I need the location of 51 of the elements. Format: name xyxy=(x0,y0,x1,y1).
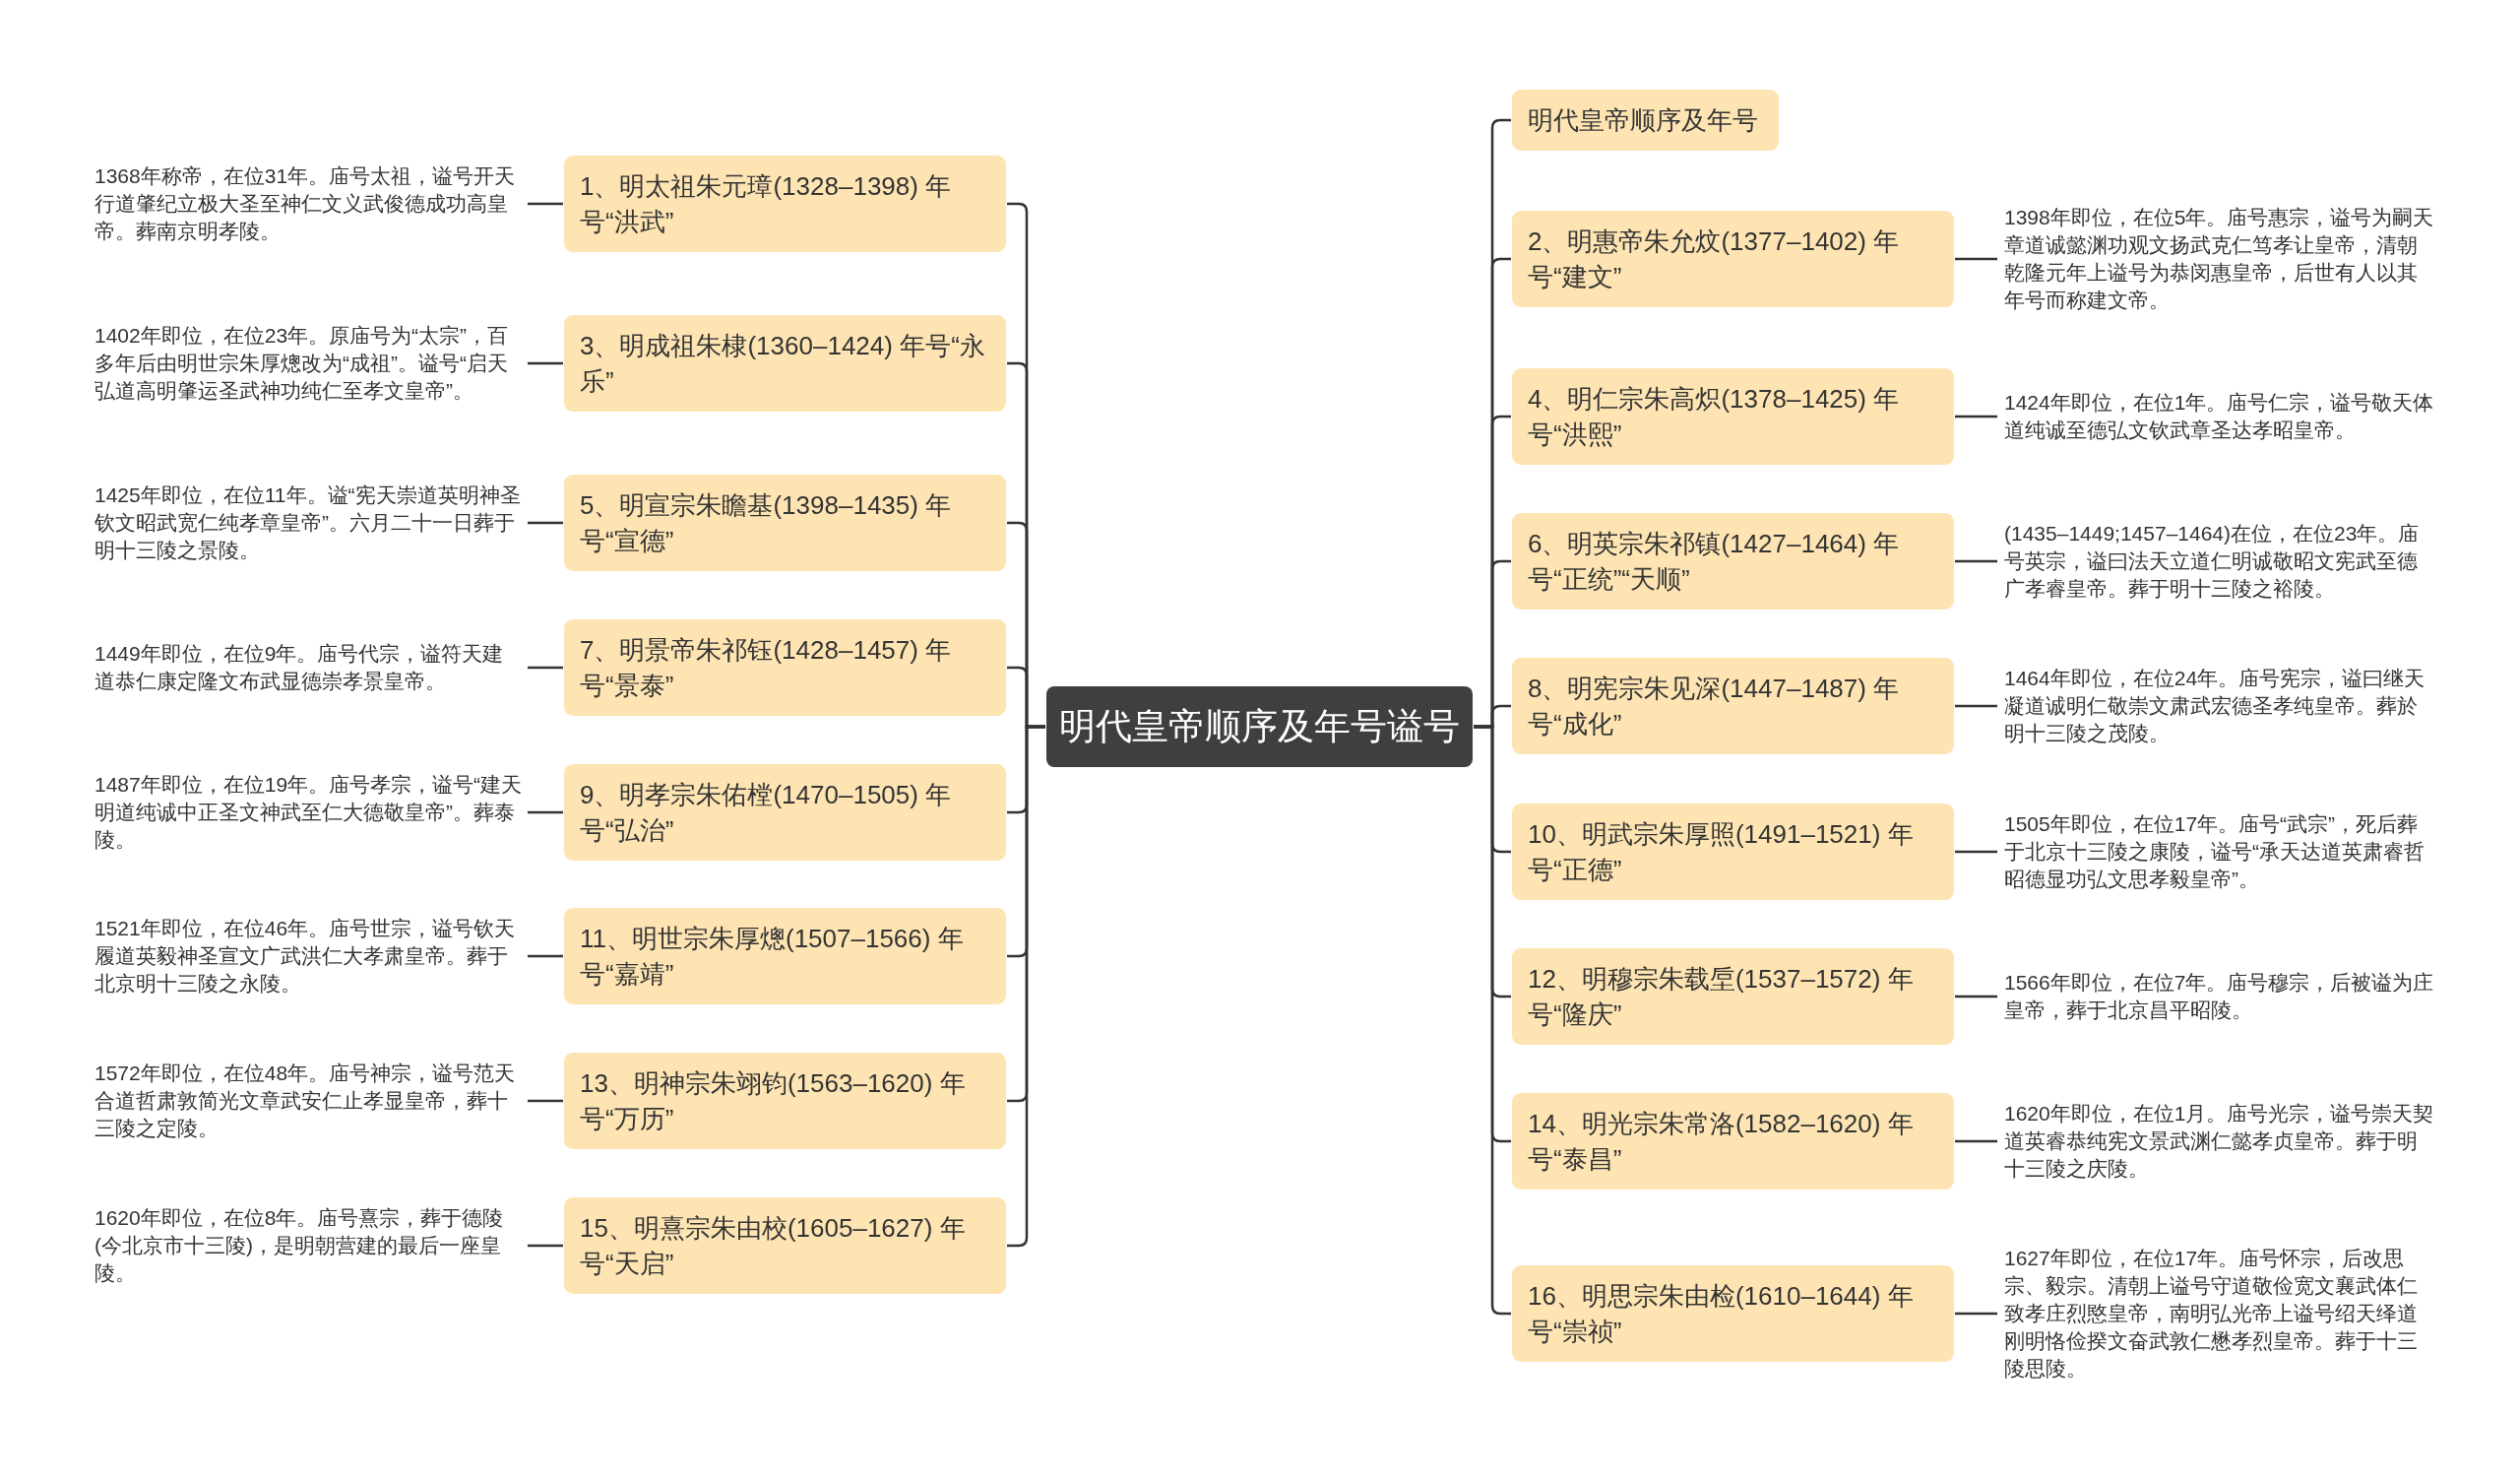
connector-line xyxy=(1955,1139,1997,1143)
note-text: (1435–1449;1457–1464)在位，在位23年。庙号英宗，谥曰法天立道仁明诚敬昭文宪武至德广孝睿皇帝。葬于明十三陵之裕陵。 xyxy=(1998,520,2437,603)
topic-box: 4、明仁宗朱高炽(1378–1425) 年号“洪熙” xyxy=(1512,368,1954,465)
topic-box: 8、明宪宗朱见深(1447–1487) 年号“成化” xyxy=(1512,658,1954,754)
topic-box: 13、明神宗朱翊钧(1563–1620) 年号“万历” xyxy=(564,1053,1006,1149)
note-text: 1620年即位，在位8年。庙号熹宗，葬于德陵(今北京市十三陵)，是明朝营建的最后一座皇陵。 xyxy=(94,1204,527,1287)
topic-box: 3、明成祖朱棣(1360–1424) 年号“永乐” xyxy=(564,315,1006,412)
topic-box: 9、明孝宗朱佑樘(1470–1505) 年号“弘治” xyxy=(564,764,1006,861)
connector-line xyxy=(528,954,563,958)
note-text: 1620年即位，在位1月。庙号光宗，谥号崇天契道英睿恭纯宪文景武渊仁懿孝贞皇帝。葬于明十三陵之庆陵。 xyxy=(1998,1100,2437,1183)
note-text: 1464年即位，在位24年。庙号宪宗，谥曰继天凝道诚明仁敬崇文肃武宏德圣孝纯皇帝。葬於明十三陵之茂陵。 xyxy=(1998,665,2437,747)
topic-box: 12、明穆宗朱载垕(1537–1572) 年号“隆庆” xyxy=(1512,948,1954,1045)
central-topic-box: 明代皇帝顺序及年号谥号 xyxy=(1046,686,1473,767)
note-text: 1521年即位，在位46年。庙号世宗，谥号钦天履道英毅神圣宣文广武洪仁大孝肃皇帝。葬于北京明十三陵之永陵。 xyxy=(94,915,527,997)
note-text: 1487年即位，在位19年。庙号孝宗，谥号“建天明道纯诚中正圣文神武至仁大德敬皇帝”。葬泰陵。 xyxy=(94,771,527,854)
topic-box: 7、明景帝朱祁钰(1428–1457) 年号“景泰” xyxy=(564,619,1006,716)
topic-box: 10、明武宗朱厚照(1491–1521) 年号“正德” xyxy=(1512,804,1954,900)
connector-line xyxy=(1955,415,1997,418)
connector-line xyxy=(1955,257,1997,261)
note-text: 1505年即位，在位17年。庙号“武宗”，死后葬于北京十三陵之康陵，谥号“承天达道英肃睿哲昭德显功弘文思孝毅皇帝”。 xyxy=(1998,810,2437,893)
note-text: 1449年即位，在位9年。庙号代宗，谥符天建道恭仁康定隆文布武显德崇孝景皇帝。 xyxy=(94,640,527,695)
connector-line xyxy=(528,202,563,206)
topic-box: 5、明宣宗朱瞻基(1398–1435) 年号“宣德” xyxy=(564,475,1006,571)
note-text: 1572年即位，在位48年。庙号神宗，谥号范天合道哲肃敦简光文章武安仁止孝显皇帝，葬十三陵之定陵。 xyxy=(94,1060,527,1142)
note-text: 1425年即位，在位11年。谥“宪天崇道英明神圣钦文昭武宽仁纯孝章皇帝”。六月二十一日葬于明十三陵之景陵。 xyxy=(94,482,527,564)
topic-box: 明代皇帝顺序及年号 xyxy=(1512,90,1779,151)
connector-line xyxy=(1955,704,1997,708)
connector-line xyxy=(528,1244,563,1248)
topic-box: 14、明光宗朱常洛(1582–1620) 年号“泰昌” xyxy=(1512,1093,1954,1190)
connector-line xyxy=(1955,995,1997,998)
topic-box: 16、明思宗朱由检(1610–1644) 年号“崇祯” xyxy=(1512,1265,1954,1362)
connector-line xyxy=(1955,1312,1997,1316)
note-text: 1402年即位，在位23年。原庙号为“太宗”，百多年后由明世宗朱厚熜改为“成祖”。谥号“启天弘道高明肇运圣武神功纯仁至孝文皇帝”。 xyxy=(94,322,527,405)
connector-line xyxy=(1007,725,1045,1248)
note-text: 1424年即位，在位1年。庙号仁宗，谥号敬天体道纯诚至德弘文钦武章圣达孝昭皇帝。 xyxy=(1998,389,2437,444)
connector-line xyxy=(1955,559,1997,563)
note-text: 1627年即位，在位17年。庙号怀宗，后改思宗、毅宗。清朝上谥号守道敬俭宽文襄武体仁致孝庄烈愍皇帝，南明弘光帝上谥号绍天绎道刚明恪俭揆文奋武敦仁懋孝烈皇帝。葬于十三陵思陵。 xyxy=(1998,1245,2437,1383)
topic-box: 1、明太祖朱元璋(1328–1398) 年号“洪武” xyxy=(564,156,1006,252)
connector-line xyxy=(528,810,563,814)
note-text: 1566年即位，在位7年。庙号穆宗，后被谥为庄皇帝，葬于北京昌平昭陵。 xyxy=(1998,969,2437,1024)
connector-line xyxy=(528,361,563,365)
connector-line xyxy=(1955,850,1997,854)
topic-box: 15、明熹宗朱由校(1605–1627) 年号“天启” xyxy=(564,1197,1006,1294)
connector-line xyxy=(528,666,563,670)
note-text: 1398年即位，在位5年。庙号惠宗，谥号为嗣天章道诚懿渊功观文扬武克仁笃孝让皇帝，清朝乾隆元年上谥号为恭闵惠皇帝，后世有人以其年号而称建文帝。 xyxy=(1998,204,2437,314)
connector-line xyxy=(528,521,563,525)
topic-box: 11、明世宗朱厚熜(1507–1566) 年号“嘉靖” xyxy=(564,908,1006,1004)
note-text: 1368年称帝，在位31年。庙号太祖，谥号开天行道肇纪立极大圣至神仁文义武俊德成功高皇帝。葬南京明孝陵。 xyxy=(94,162,527,245)
topic-box: 6、明英宗朱祁镇(1427–1464) 年号“正统”“天顺” xyxy=(1512,513,1954,610)
topic-box: 2、明惠帝朱允炆(1377–1402) 年号“建文” xyxy=(1512,211,1954,307)
connector-line xyxy=(528,1099,563,1103)
